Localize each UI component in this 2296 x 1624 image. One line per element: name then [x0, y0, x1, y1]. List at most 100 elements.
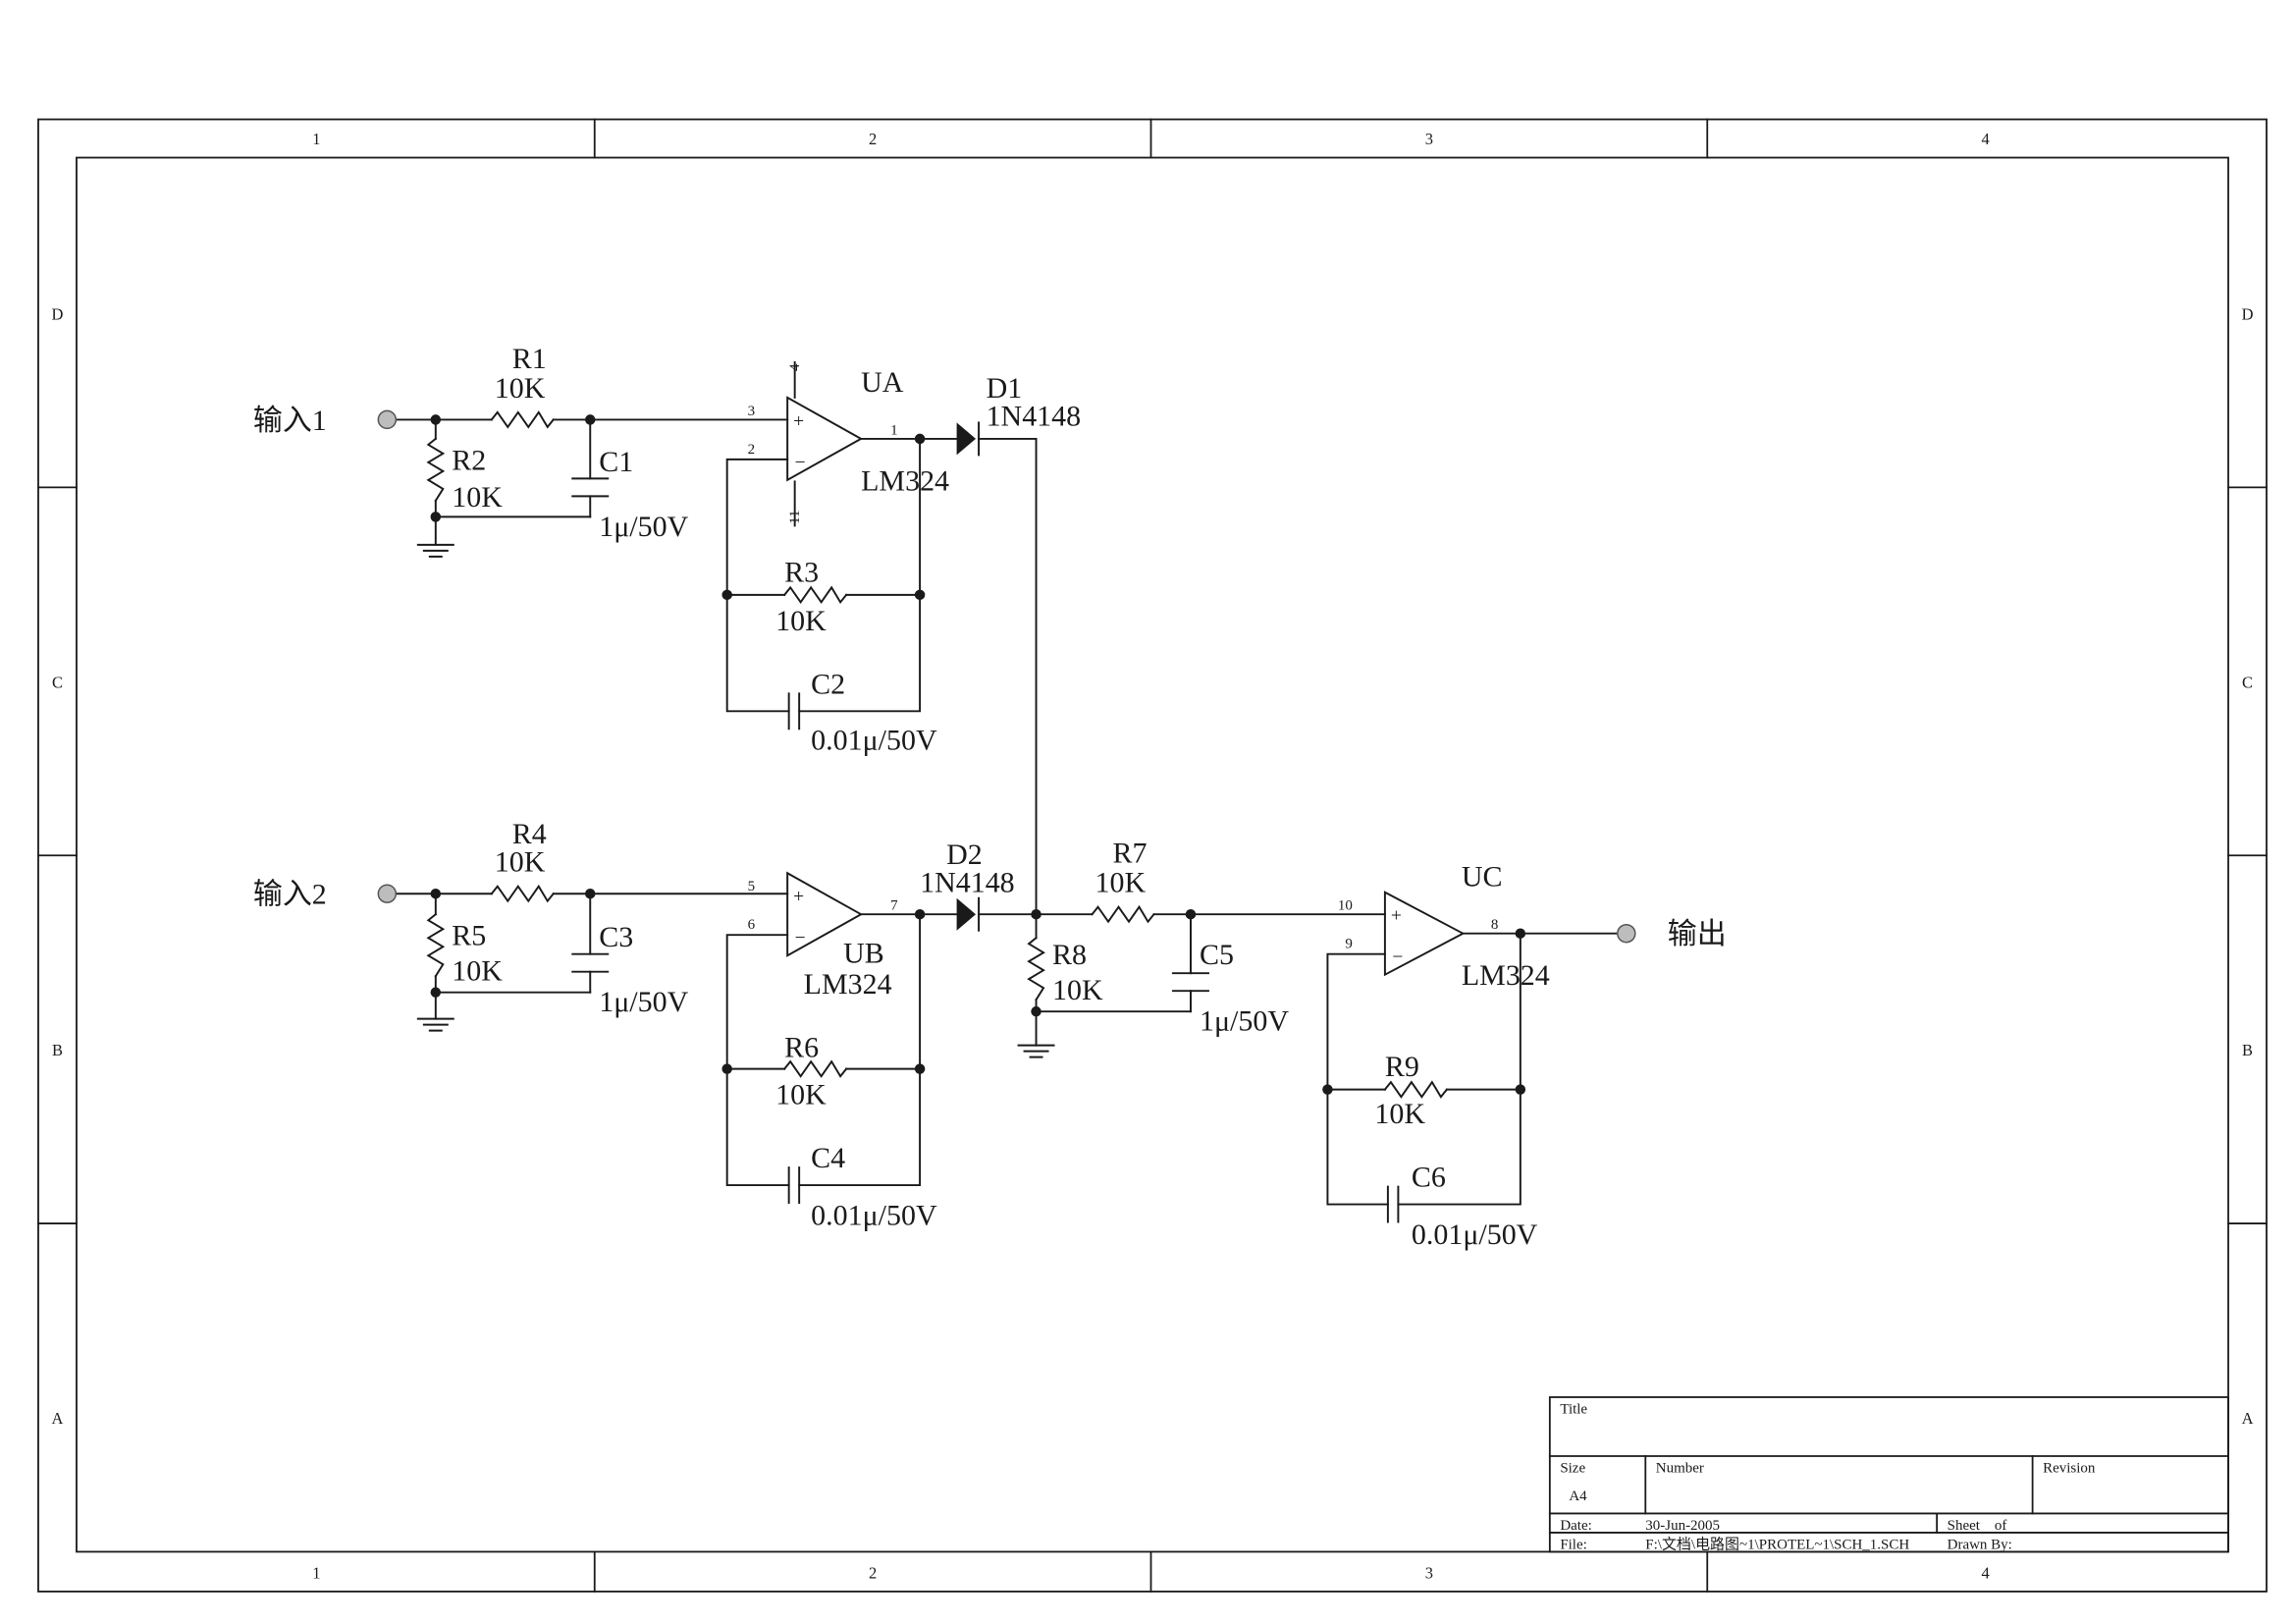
uc-pin-noninv: 10 — [1338, 898, 1353, 914]
diode-symbol — [956, 422, 977, 456]
ground-symbols — [416, 543, 1055, 1058]
ua-value: LM324 — [861, 464, 949, 497]
diode-symbol — [956, 897, 977, 931]
zone-row-a-left: A — [52, 1409, 64, 1428]
junction-dot — [1185, 908, 1197, 920]
ground-icon — [1017, 1044, 1055, 1058]
d2-value: 1N4148 — [920, 867, 1015, 899]
capacitor-c5: C5 1μ/50V — [1172, 939, 1289, 1038]
uc-value: LM324 — [1462, 959, 1550, 992]
r8-value: 10K — [1052, 974, 1103, 1006]
frame-zone-labels: 1 2 3 4 1 2 3 4 D C B A D C B A — [52, 130, 2254, 1582]
r2-value: 10K — [452, 481, 503, 514]
capacitor-symbol — [571, 477, 610, 498]
c6-ref: C6 — [1412, 1162, 1446, 1194]
d1-ref: D1 — [987, 372, 1023, 405]
input-port-1-label: 输入1 — [253, 405, 327, 437]
zone-col-2-bottom: 2 — [869, 1563, 877, 1582]
zone-col-1-top: 1 — [312, 130, 320, 148]
size-label: Size — [1560, 1460, 1585, 1476]
c2-value: 0.01μ/50V — [811, 724, 937, 756]
zone-row-c-right: C — [2242, 673, 2253, 691]
opamp-symbol — [1383, 891, 1466, 977]
r9-value: 10K — [1374, 1098, 1425, 1130]
c3-value: 1μ/50V — [599, 986, 688, 1018]
uc-pin-out: 8 — [1491, 917, 1499, 933]
date-label: Date: — [1560, 1518, 1591, 1534]
resistor-symbol — [1383, 1080, 1449, 1099]
ub-ref: UB — [843, 938, 884, 970]
drawing-frame — [37, 118, 2268, 1593]
input-port-1: 输入1 — [253, 405, 398, 437]
r7-value: 10K — [1095, 867, 1147, 899]
opamp-uc: + − 10 9 8 UC LM324 — [1338, 861, 1550, 992]
d1-value: 1N4148 — [987, 400, 1082, 432]
ub-pin-out: 7 — [890, 898, 898, 914]
opamp-minus-sign: − — [795, 928, 806, 948]
capacitor-c4: C4 0.01μ/50V — [787, 1142, 937, 1232]
c2-ref: C2 — [811, 668, 845, 700]
zone-row-b-left: B — [52, 1041, 63, 1059]
opamp-minus-sign: − — [795, 453, 806, 473]
title-block: Title Size A4 Number Revision Date: 30-J… — [1548, 1396, 2229, 1552]
c5-ref: C5 — [1200, 939, 1234, 971]
junction-dot — [914, 1063, 926, 1074]
r5-value: 10K — [452, 955, 503, 988]
capacitor-c2: C2 0.01μ/50V — [787, 668, 937, 756]
resistor-r5: R5 10K — [426, 912, 503, 988]
diode-d1: D1 1N4148 — [956, 372, 1082, 457]
resistor-symbol — [1027, 936, 1045, 1001]
resistor-r4: R4 10K — [490, 818, 556, 903]
capacitor-symbol — [787, 692, 801, 731]
zone-row-d-right: D — [2242, 304, 2254, 323]
junction-dot — [1322, 1084, 1333, 1095]
junction-dot — [914, 908, 926, 920]
zone-col-4-top: 4 — [1982, 130, 1990, 148]
r4-value: 10K — [495, 846, 546, 879]
c4-ref: C4 — [811, 1142, 845, 1174]
junctions — [430, 414, 1526, 1095]
opamp-symbol — [786, 871, 864, 957]
capacitor-c3: C3 1μ/50V — [571, 921, 689, 1018]
resistor-r6: R6 10K — [775, 1032, 848, 1111]
ground-icon — [416, 543, 454, 558]
ub-pin-noninv: 5 — [748, 879, 756, 894]
junction-dot — [721, 1063, 732, 1074]
resistor-symbol — [490, 410, 556, 429]
zone-row-d-left: D — [52, 304, 64, 323]
capacitor-symbol — [571, 952, 610, 973]
capacitor-c1: C1 1μ/50V — [571, 446, 689, 543]
r9-ref: R9 — [1385, 1051, 1419, 1083]
zone-col-2-top: 2 — [869, 130, 877, 148]
r4-ref: R4 — [512, 818, 547, 850]
resistor-r8: R8 10K — [1027, 936, 1103, 1006]
file-value: F:\文档\电路图~1\PROTEL~1\SCH_1.SCH — [1645, 1536, 1909, 1552]
ground-icon — [416, 1017, 454, 1032]
date-value: 30-Jun-2005 — [1645, 1518, 1720, 1534]
c1-value: 1μ/50V — [599, 511, 688, 543]
title-label: Title — [1560, 1401, 1587, 1417]
r3-value: 10K — [775, 605, 827, 637]
opamp-plus-sign: + — [1391, 906, 1402, 927]
zone-col-4-bottom: 4 — [1982, 1563, 1990, 1582]
resistor-r3: R3 10K — [775, 556, 848, 637]
junction-dot — [430, 512, 442, 522]
junction-dot — [430, 414, 442, 425]
zone-row-b-right: B — [2242, 1041, 2253, 1059]
ua-ref: UA — [861, 366, 904, 399]
input-port-2-label: 输入2 — [253, 879, 327, 911]
junction-dot — [914, 433, 926, 445]
capacitor-c6: C6 0.01μ/50V — [1386, 1162, 1538, 1251]
opamp-minus-sign: − — [1392, 947, 1403, 968]
junction-dot — [584, 888, 596, 899]
opamp-symbol — [786, 396, 864, 482]
zone-row-c-left: C — [52, 673, 63, 691]
junction-dot — [1031, 1005, 1041, 1017]
output-port-label: 输出 — [1668, 918, 1727, 950]
r5-ref: R5 — [452, 920, 486, 952]
resistor-symbol — [1091, 904, 1155, 924]
zone-col-3-bottom: 3 — [1425, 1563, 1433, 1582]
junction-dot — [1031, 908, 1041, 920]
r8-ref: R8 — [1052, 939, 1087, 971]
ua-pin-noninv: 3 — [748, 404, 756, 419]
